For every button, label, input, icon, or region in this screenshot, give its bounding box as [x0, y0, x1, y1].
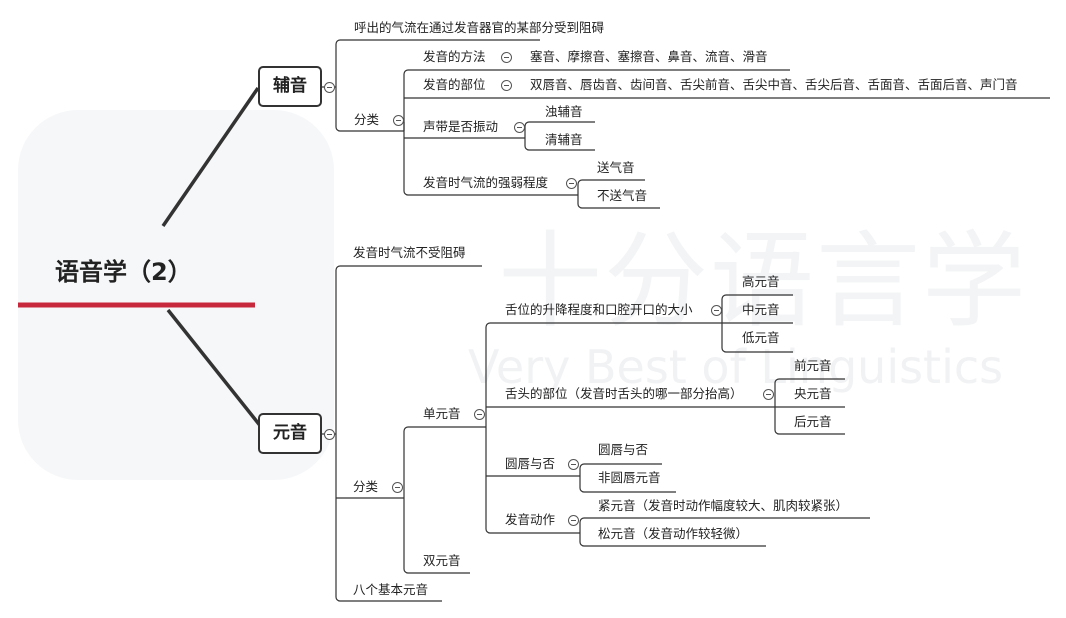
height-label[interactable]: 舌位的升降程度和口腔开口的大小	[505, 302, 693, 317]
height-item[interactable]: 中元音	[742, 302, 780, 317]
aspiration-label[interactable]: 发音时气流的强弱程度	[423, 175, 549, 190]
backness-item[interactable]: 央元音	[794, 386, 832, 401]
vowel-basic[interactable]: 八个基本元音	[353, 582, 429, 597]
watermark-brand: 十分语言学	[498, 220, 1029, 342]
collapse-icon[interactable]	[711, 305, 722, 316]
method-label[interactable]: 发音的方法	[423, 49, 486, 64]
place-label[interactable]: 发音的部位	[423, 77, 486, 92]
collapse-icon[interactable]	[324, 82, 335, 93]
collapse-icon[interactable]	[568, 515, 579, 526]
consonant-node[interactable]: 辅音	[258, 66, 322, 107]
diphthong-label[interactable]: 双元音	[423, 553, 461, 568]
collapse-icon[interactable]	[763, 389, 774, 400]
height-item[interactable]: 高元音	[742, 274, 780, 289]
backness-label[interactable]: 舌头的部位（发音时舌头的哪一部分抬高）	[505, 386, 743, 401]
backness-item[interactable]: 前元音	[794, 358, 832, 373]
vowel-definition[interactable]: 发音时气流不受阻碍	[353, 245, 466, 260]
tension-label[interactable]: 发音动作	[505, 512, 556, 527]
method-value[interactable]: 塞音、摩擦音、塞擦音、鼻音、流音、滑音	[530, 49, 768, 64]
collapse-icon[interactable]	[568, 459, 579, 470]
vowel-classify[interactable]: 分类	[353, 479, 379, 494]
aspiration-item[interactable]: 送气音	[597, 160, 635, 175]
collapse-icon[interactable]	[501, 80, 512, 91]
backness-item[interactable]: 后元音	[794, 414, 832, 429]
collapse-icon[interactable]	[566, 178, 577, 189]
voicing-item[interactable]: 清辅音	[545, 132, 583, 147]
collapse-icon[interactable]	[393, 115, 404, 126]
root-topic[interactable]: 语音学（2）	[55, 258, 192, 286]
collapse-icon[interactable]	[324, 429, 335, 440]
collapse-icon[interactable]	[501, 52, 512, 63]
monophthong-label[interactable]: 单元音	[423, 406, 461, 421]
place-value[interactable]: 双唇音、唇齿音、齿间音、舌尖前音、舌尖中音、舌尖后音、舌面音、舌面后音、声门音	[530, 77, 1018, 92]
consonant-classify[interactable]: 分类	[354, 112, 380, 127]
voicing-label[interactable]: 声带是否振动	[423, 119, 499, 134]
consonant-definition[interactable]: 呼出的气流在通过发音器官的某部分受到阻碍	[354, 20, 605, 35]
watermark-slogan: Very Best of Linguistics	[468, 340, 1004, 394]
collapse-icon[interactable]	[514, 122, 525, 133]
collapse-icon[interactable]	[392, 482, 403, 493]
height-item[interactable]: 低元音	[742, 330, 780, 345]
link-vowel	[166, 308, 264, 430]
collapse-icon[interactable]	[474, 409, 485, 420]
vowel-node[interactable]: 元音	[258, 413, 322, 454]
tension-item[interactable]: 紧元音（发音时动作幅度较大、肌肉较紧张）	[598, 498, 849, 513]
tension-item[interactable]: 松元音（发音动作较轻微）	[598, 526, 749, 541]
rounding-item[interactable]: 圆唇与否	[598, 442, 649, 457]
rounding-label[interactable]: 圆唇与否	[505, 456, 556, 471]
link-consonant	[161, 87, 260, 227]
voicing-item[interactable]: 浊辅音	[545, 104, 583, 119]
aspiration-item[interactable]: 不送气音	[597, 188, 648, 203]
rounding-item[interactable]: 非圆唇元音	[598, 470, 661, 485]
